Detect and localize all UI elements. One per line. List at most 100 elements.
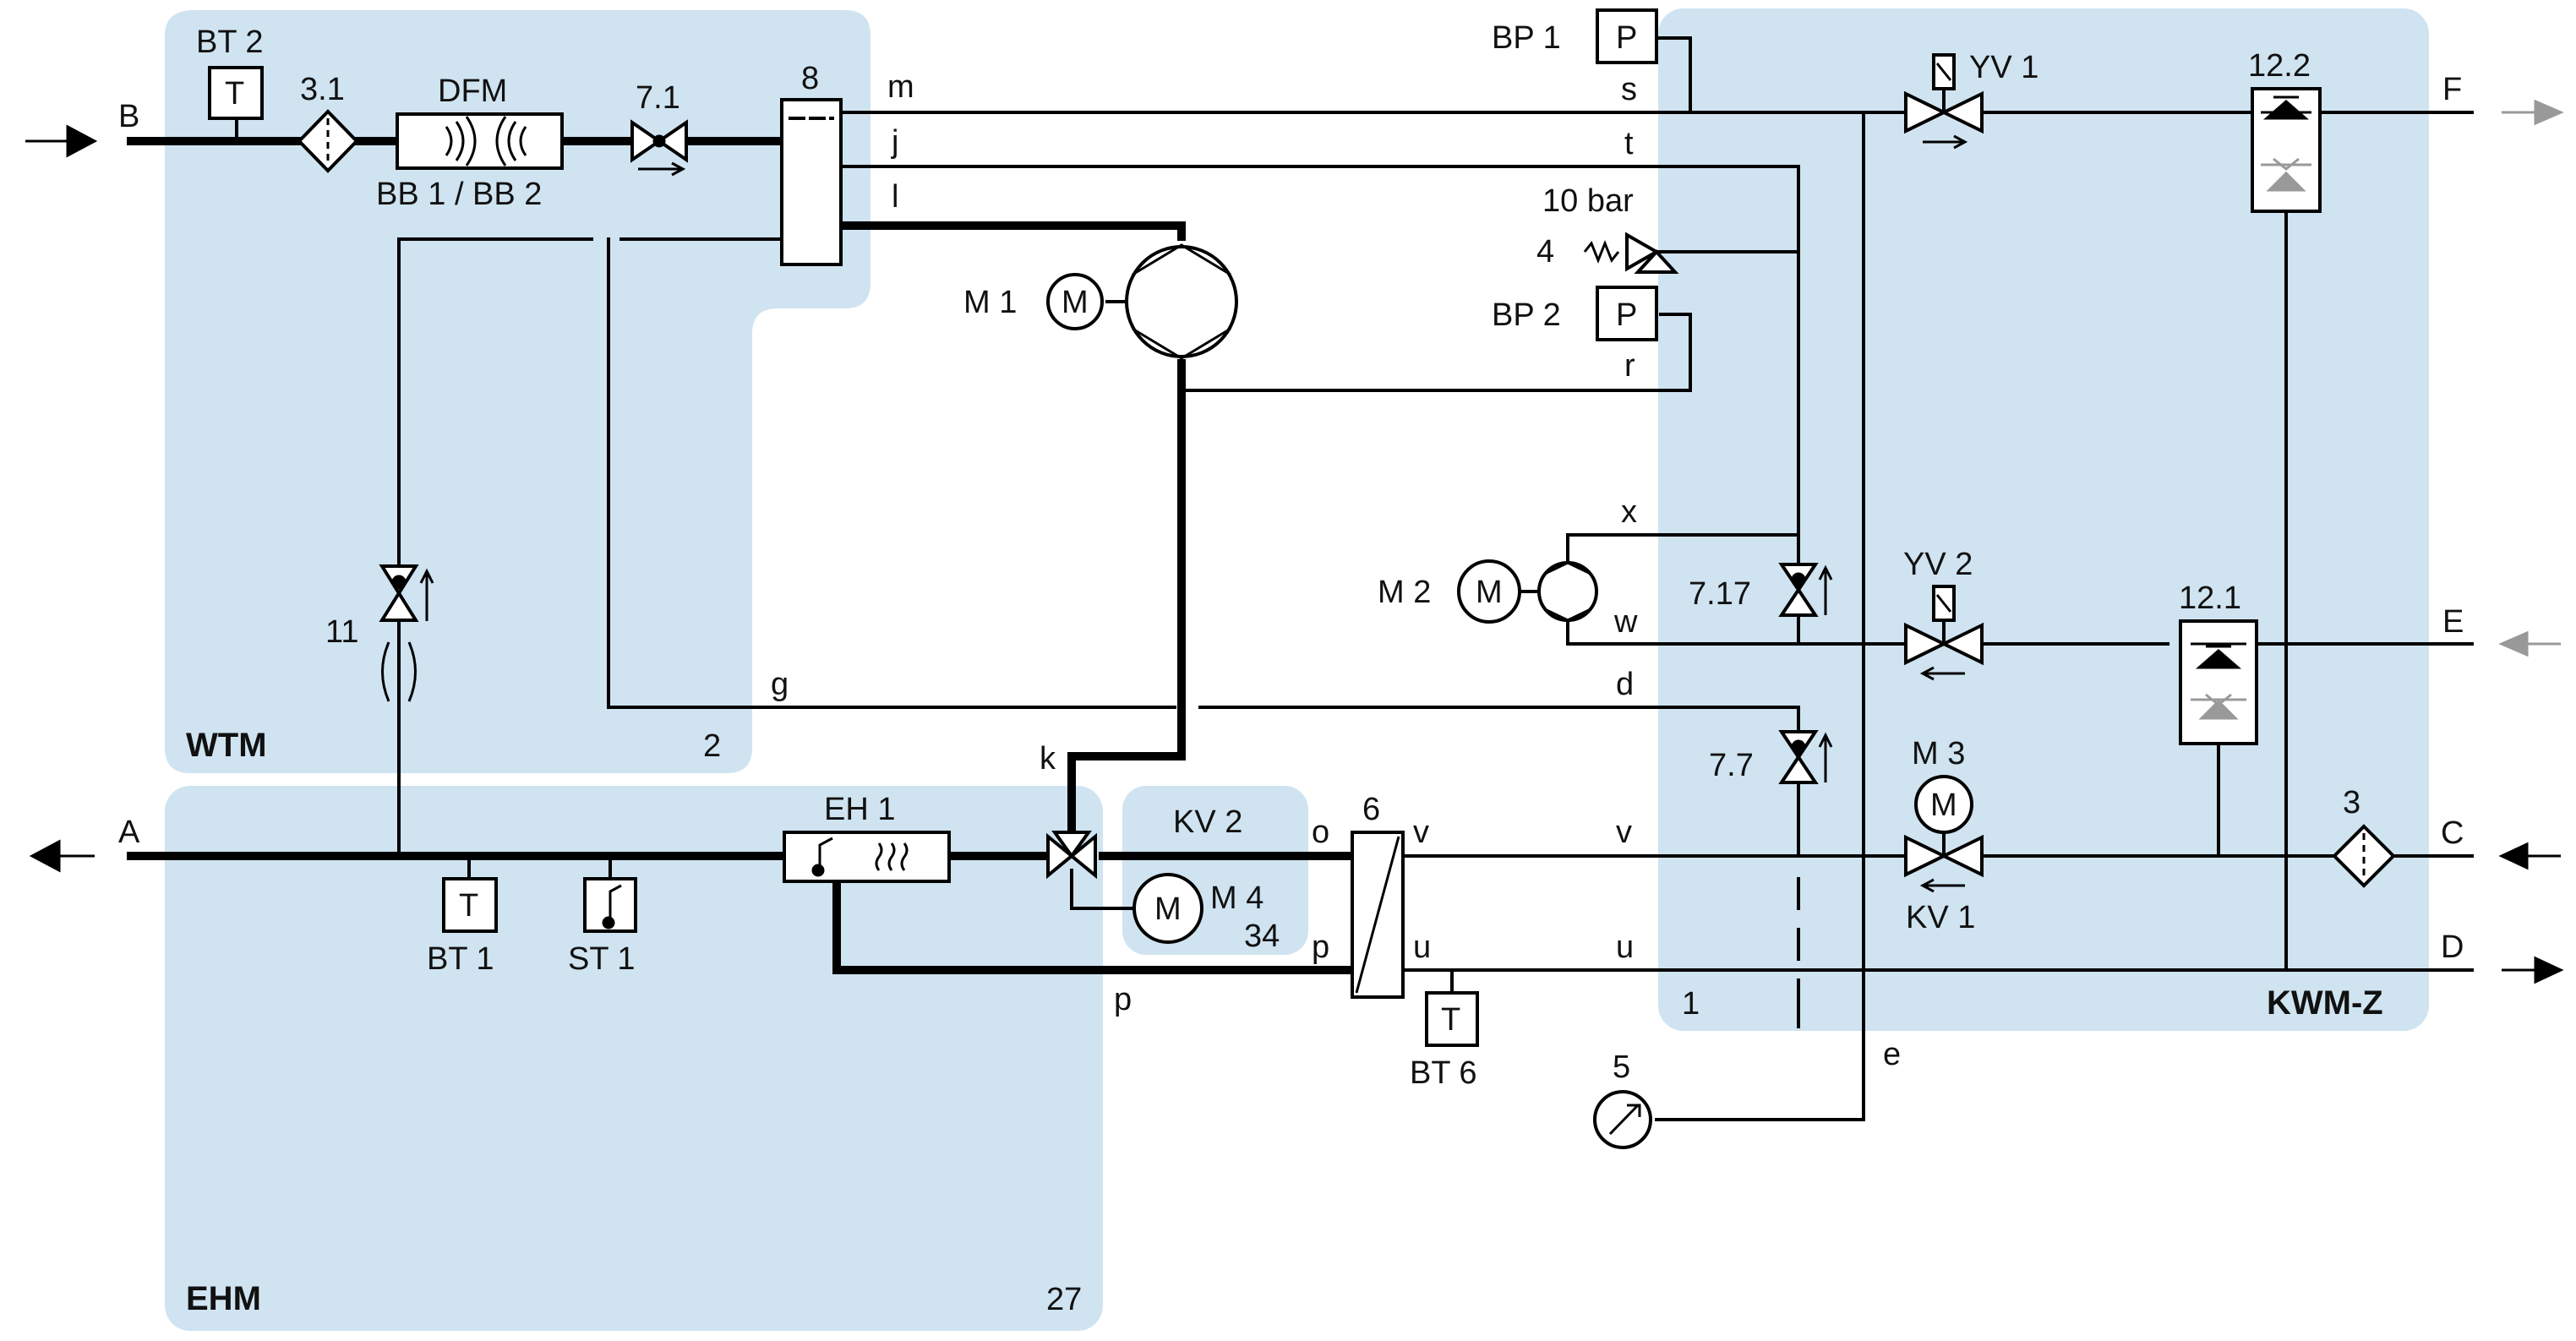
motor-m3-letter: M <box>1930 788 1957 823</box>
bt1-sensor-letter: T <box>459 888 478 924</box>
arrow-out-a <box>29 839 95 873</box>
arrow-in-b <box>25 124 98 158</box>
port-b-label: B <box>118 99 139 134</box>
item-7-1-label: 7.1 <box>636 80 680 116</box>
m2-label: M 2 <box>1378 575 1431 610</box>
check-valve-12-1-black-lines <box>2191 642 2246 648</box>
zone-kwmz <box>1658 8 2429 1031</box>
bp2-pressure-letter: P <box>1616 297 1637 333</box>
zone-ehm-label: EHM <box>186 1280 261 1317</box>
pump-m1 <box>1125 245 1238 358</box>
eh1-heat-waves <box>875 842 909 871</box>
st1-thermometer <box>609 884 622 921</box>
valve-11 <box>379 564 419 622</box>
item-12-1-label: 12.1 <box>2179 581 2241 616</box>
yv1-arrow <box>1923 134 1968 150</box>
line-label-u2: u <box>1616 929 1634 965</box>
check-valve-12-1-grey <box>2198 699 2239 720</box>
valve-7-7 <box>1778 730 1819 784</box>
line-label-w: w <box>1613 604 1638 640</box>
pipe-l <box>841 221 1186 241</box>
bp2-label: BP 2 <box>1492 297 1561 333</box>
valve-11-dot <box>391 575 407 590</box>
valve-7-7-arrow <box>1818 732 1833 782</box>
dfm-wave-right <box>495 116 527 166</box>
line-label-v: v <box>1413 815 1429 850</box>
item-11-label: 11 <box>325 614 358 650</box>
eh1-bulb <box>811 864 825 877</box>
safety-valve-4 <box>1625 232 1679 274</box>
pressure-label: 10 bar <box>1542 183 1634 219</box>
bt6-sensor-box <box>1425 991 1479 1047</box>
zone-kv2-number: 34 <box>1244 919 1280 954</box>
arrow-in-c <box>2498 842 2561 870</box>
m1-label: M 1 <box>963 285 1017 320</box>
item-7-7-label: 7.7 <box>1709 748 1754 783</box>
zone-wtm-label: WTM <box>186 727 267 764</box>
item-6-label: 6 <box>1362 792 1380 827</box>
pipe-m4 <box>1070 869 1134 910</box>
yv1-coil-mark <box>1935 63 1952 81</box>
motor-m4 <box>1132 873 1203 944</box>
pipe-bp1 <box>1655 36 1692 114</box>
valve-7-17 <box>1778 563 1819 617</box>
line-label-m: m <box>887 69 914 105</box>
pump-m1-motor <box>1046 273 1104 330</box>
line-label-x: x <box>1621 494 1637 530</box>
valve-7-1-arrow <box>638 161 686 177</box>
pump-m2-motor <box>1457 559 1521 624</box>
pipe-d <box>1198 706 1800 730</box>
yv1-label: YV 1 <box>1969 50 2038 85</box>
valve-7-7-dot <box>1791 739 1806 755</box>
pump-m1-motor-letter: M <box>1062 285 1089 320</box>
check-valve-12-1-black <box>2195 649 2242 669</box>
bb-label: BB 1 / BB 2 <box>376 177 542 212</box>
port-a-label: A <box>118 815 140 850</box>
check-valve-12-2-grey <box>2266 171 2306 192</box>
item-12-2-label: 12.2 <box>2248 48 2311 84</box>
valve-7-1-dot <box>652 134 666 148</box>
line-label-j: j <box>891 124 898 160</box>
item-5-label: 5 <box>1613 1049 1630 1085</box>
pipe-p <box>832 883 1352 974</box>
line-label-p2: p <box>1114 982 1132 1017</box>
yv2-label: YV 2 <box>1903 547 1973 582</box>
zone-ehm-number: 27 <box>1046 1282 1082 1317</box>
line-label-g: g <box>771 667 789 702</box>
kv1-arrow <box>1919 878 1965 893</box>
valve-7-17-dot <box>1791 572 1806 587</box>
item-3-1-label: 3.1 <box>300 72 345 107</box>
bt1-label: BT 1 <box>427 941 494 977</box>
pump-m2-motor-letter: M <box>1476 575 1503 610</box>
port-f-label: F <box>2442 72 2462 107</box>
zone-ehm <box>165 786 1103 1331</box>
check-valve-12-1-grey-lines <box>2191 693 2246 706</box>
pipe-j-t <box>839 165 1800 564</box>
zone-kwmz-number: 1 <box>1682 986 1700 1022</box>
port-d-label: D <box>2441 929 2464 965</box>
item-3-label: 3 <box>2343 785 2360 820</box>
valve-7-17-arrow <box>1818 564 1833 615</box>
zone-wtm-number: 2 <box>703 728 721 764</box>
bt2-sensor-letter: T <box>225 76 244 112</box>
bt6-label: BT 6 <box>1410 1055 1477 1091</box>
dfm-wave-left <box>445 116 477 166</box>
eh1-thermometer <box>818 837 833 870</box>
pump-m1-chevrons <box>1132 243 1231 360</box>
line-label-d: d <box>1616 667 1634 702</box>
pipe-r <box>1182 313 1692 392</box>
line-label-u: u <box>1413 929 1431 965</box>
safety-valve-spring <box>1583 239 1620 264</box>
bp2-pressure-box <box>1596 286 1658 341</box>
line-label-k: k <box>1040 741 1056 777</box>
line-label-r: r <box>1624 348 1635 384</box>
kv1-label: KV 1 <box>1906 900 1975 935</box>
heat-exchanger-diagonal <box>1355 836 1400 994</box>
check-valve-12-2-grey-lines <box>2261 157 2311 171</box>
yv2-coil-mark <box>1935 594 1952 613</box>
check-valve-12-2-black-lines <box>2261 95 2311 114</box>
zone-wtm <box>165 10 870 773</box>
motor-m3 <box>1914 775 1973 834</box>
line-label-t: t <box>1624 126 1634 161</box>
yv2-arrow <box>1919 666 1965 681</box>
